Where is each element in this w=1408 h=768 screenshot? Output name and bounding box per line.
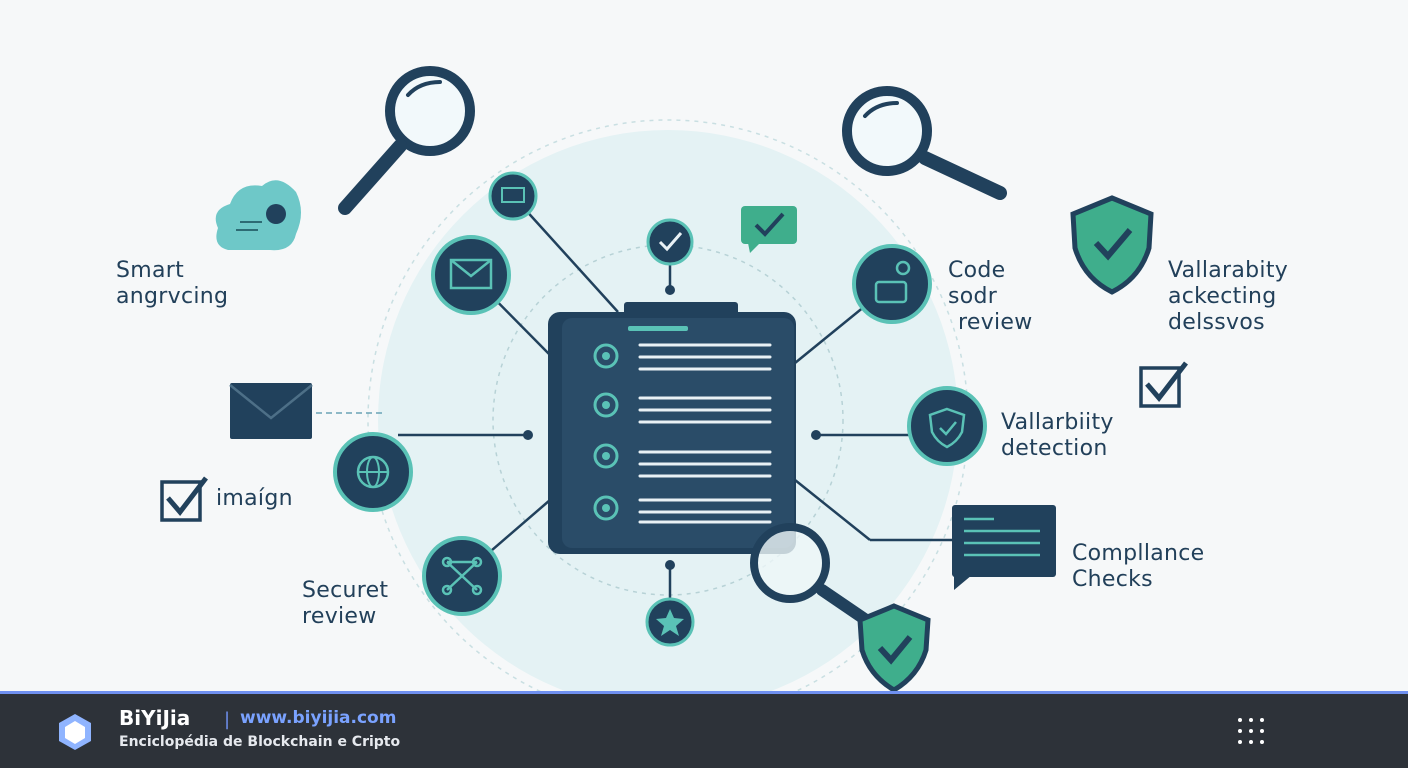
connector-dot — [811, 430, 821, 440]
grid-menu-icon[interactable] — [1236, 716, 1266, 746]
label-securet: Securet review — [302, 578, 389, 629]
label-compliance: Compllance Checks — [1072, 541, 1205, 592]
shield-check-icon — [1070, 195, 1154, 295]
tagline: Enciclopédia de Blockchain e Cripto — [119, 734, 401, 750]
hexagon-logo-icon — [59, 714, 91, 750]
node-network — [422, 536, 502, 616]
label-imaging: imaígn — [216, 486, 293, 511]
node-check — [646, 218, 694, 266]
connector-dot — [665, 560, 675, 570]
separator: | — [224, 709, 231, 730]
label-code: Code sodr review — [948, 258, 1033, 335]
magnifier-icon — [338, 66, 475, 215]
chat-check-icon — [741, 206, 797, 253]
shield-check-icon — [857, 603, 931, 692]
footer-bar: BiYiJia | www.biyijia.com Enciclopédia d… — [0, 691, 1408, 768]
label-vallarabity: Vallarabity ackecting delssvos — [1168, 258, 1289, 335]
cloud-icon — [215, 180, 301, 251]
site-url-link[interactable]: www.biyijia.com — [240, 708, 397, 728]
diagram-canvas — [160, 66, 1188, 692]
connector-dot — [665, 285, 675, 295]
gear-icon — [593, 343, 619, 521]
magnifier-icon — [750, 523, 872, 626]
node-shield — [907, 386, 987, 466]
checkbox-icon — [1139, 361, 1188, 408]
inner-dashed-ring — [492, 244, 844, 596]
label-smart: Smart angrvcing — [116, 258, 229, 309]
checkbox-icon — [160, 476, 208, 522]
envelope-icon — [229, 383, 313, 439]
connector-dot — [523, 430, 533, 440]
magnifier-icon — [842, 86, 1007, 200]
central-document-icon — [548, 302, 796, 554]
brand-name: BiYiJia — [119, 706, 191, 730]
label-vallarbiity: Vallarbiity detection — [1001, 410, 1114, 461]
document-icon — [952, 505, 1056, 590]
star-icon — [656, 609, 684, 636]
node-globe — [333, 432, 413, 512]
node-monitor — [488, 171, 538, 221]
node-star — [645, 597, 695, 647]
node-envelope — [431, 235, 511, 315]
node-code — [852, 244, 932, 324]
